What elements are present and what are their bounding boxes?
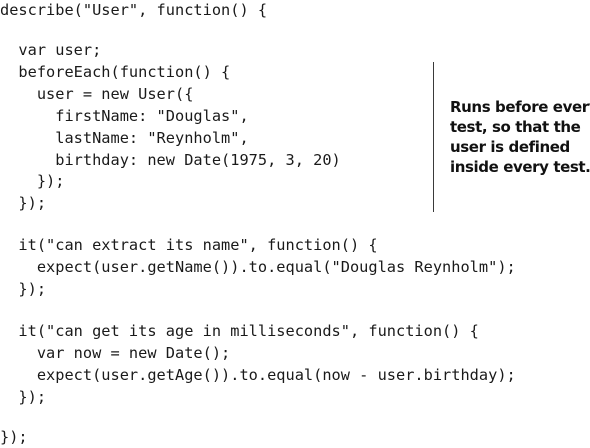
code-line: var user; — [0, 41, 102, 59]
code-line: expect(user.getName()).to.equal("Douglas… — [0, 258, 516, 276]
code-line: user = new User({ — [0, 85, 194, 103]
code-line: it("can get its age in milliseconds", fu… — [0, 322, 479, 340]
code-line: birthday: new Date(1975, 3, 20) — [0, 151, 341, 169]
code-line: }); — [0, 172, 65, 190]
code-line: firstName: "Douglas", — [0, 107, 249, 125]
annotation-callout: Runs before every test, so that the user… — [450, 97, 590, 177]
annotation-line: test, so that the — [450, 118, 581, 136]
code-line: }); — [0, 280, 47, 298]
code-line: it("can extract its name", function() { — [0, 236, 378, 254]
annotation-line: Runs before every — [450, 98, 590, 116]
code-line: expect(user.getAge()).to.equal(now - use… — [0, 366, 516, 384]
annotation-line: user is defined — [450, 138, 570, 156]
annotation-line: inside every test. — [450, 158, 590, 176]
code-line: beforeEach(function() { — [0, 63, 231, 81]
code-line: describe("User", function() { — [0, 1, 268, 19]
code-line: var now = new Date(); — [0, 344, 231, 362]
code-line: }); — [0, 388, 47, 406]
annotation-divider — [433, 62, 434, 212]
code-line: }); — [0, 428, 28, 446]
code-line: lastName: "Reynholm", — [0, 129, 249, 147]
code-line: }); — [0, 194, 47, 212]
